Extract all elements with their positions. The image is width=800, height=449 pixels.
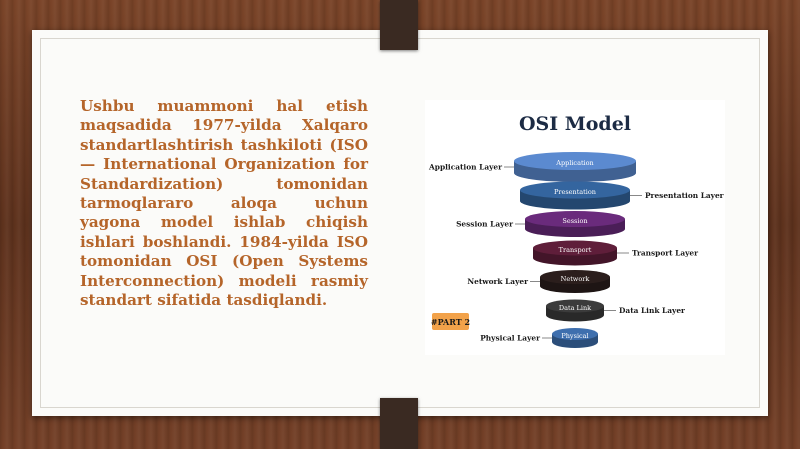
osi-disk-label: Session: [562, 217, 587, 225]
osi-layer-label: Application Layer: [428, 163, 502, 172]
osi-disk-top: [540, 270, 610, 284]
osi-layer-label: Data Link Layer: [619, 306, 685, 315]
osi-layer-label: Presentation Layer: [645, 191, 724, 200]
part-badge-label: #PART 2: [431, 317, 470, 327]
osi-layer-2: Presentation Presentation Layer: [520, 181, 724, 210]
osi-layer-5: Network Network Layer: [467, 270, 610, 293]
osi-disk-label: Presentation: [554, 188, 596, 196]
osi-layer-3: Session Session Layer: [456, 211, 625, 237]
osi-disk-label: Application: [555, 159, 593, 167]
osi-disk-label: Network: [561, 275, 590, 283]
body-paragraph: Ushbu muammoni hal etish maqsadida 1977-…: [80, 97, 368, 310]
osi-title: OSI Model: [519, 113, 631, 135]
osi-disk-top: [552, 328, 598, 340]
osi-disk-top: [514, 152, 636, 170]
osi-layer-4: Transport Transport Layer: [533, 240, 698, 266]
osi-disk-label: Data Link: [559, 304, 591, 312]
osi-layer-6: Data Link Data Link Layer: [546, 299, 685, 322]
bottom-clip: [380, 398, 418, 449]
osi-disk-top: [525, 211, 625, 227]
osi-layer-label: Session Layer: [456, 220, 513, 229]
osi-disk-top: [520, 181, 630, 199]
osi-layer-7: Physical Physical Layer: [480, 328, 598, 348]
osi-disk-label: Transport: [559, 246, 592, 254]
osi-disk-label: Physical: [561, 332, 588, 340]
osi-layer-label: Physical Layer: [480, 334, 540, 343]
osi-disk-top: [533, 240, 617, 256]
osi-layer-label: Transport Layer: [632, 249, 698, 258]
osi-disk-top: [546, 299, 604, 313]
part-badge: #PART 2: [431, 313, 470, 330]
osi-layer-label: Network Layer: [467, 277, 528, 286]
top-clip: [380, 0, 418, 50]
